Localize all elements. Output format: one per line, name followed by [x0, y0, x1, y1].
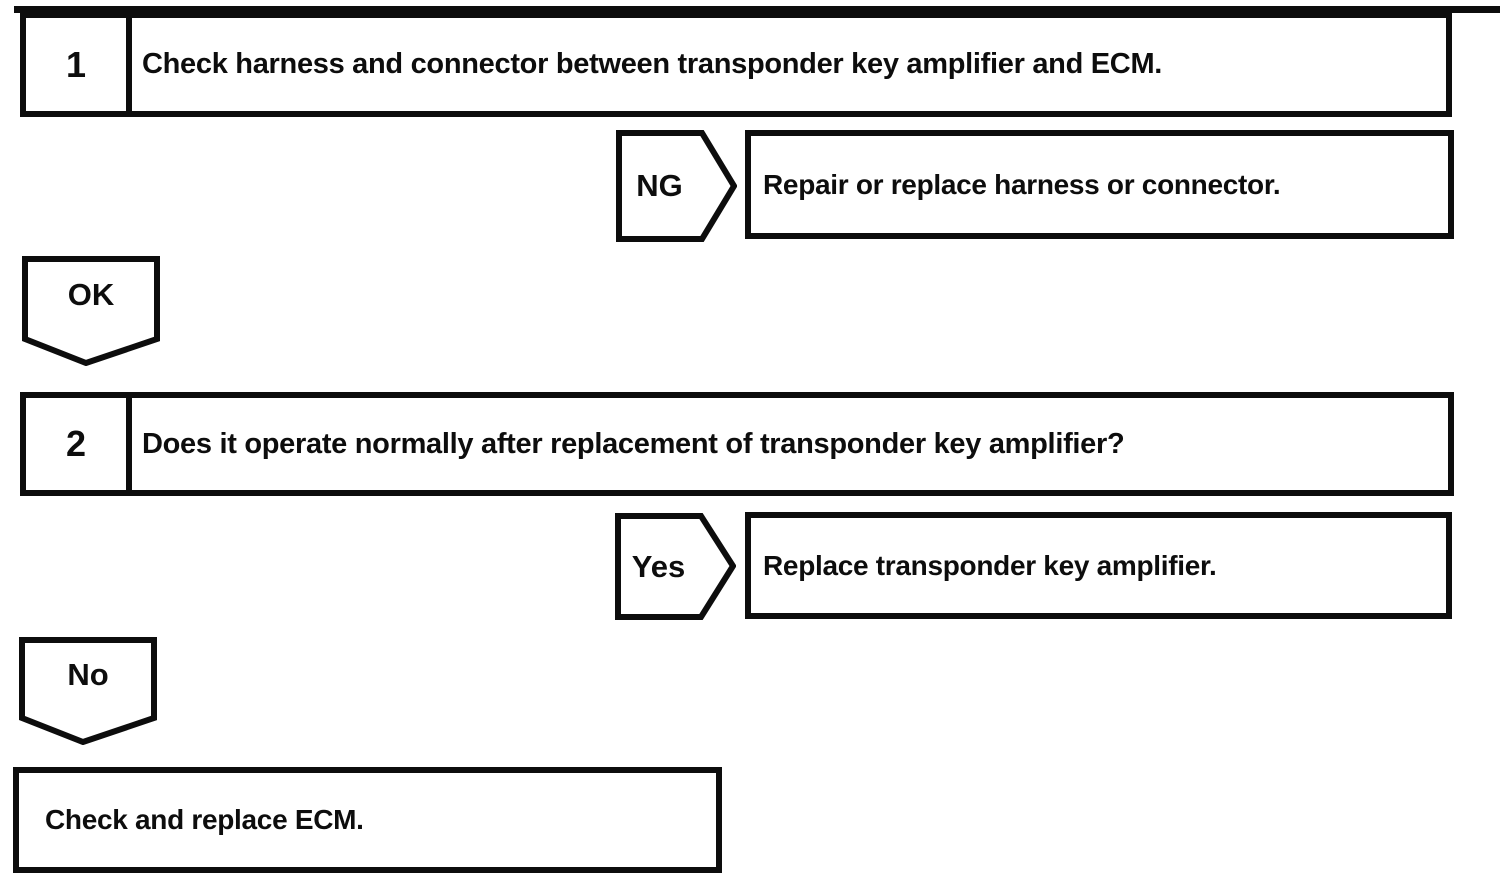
step-2-action-box: Replace transponder key amplifier.: [745, 512, 1452, 619]
step-1-action-box: Repair or replace harness or connector.: [745, 130, 1454, 239]
page-top-rule: [14, 6, 1500, 13]
step-2-question: Does it operate normally after replaceme…: [142, 427, 1125, 460]
step-2-no-label: No: [67, 657, 109, 692]
step-1-ng-connector: NG: [616, 130, 737, 242]
step-2-box: 2 Does it operate normally after replace…: [20, 392, 1454, 496]
step-1-action-text: Repair or replace harness or connector.: [763, 168, 1281, 200]
final-action-box: Check and replace ECM.: [13, 767, 722, 873]
right-arrow-pentagon-icon: [616, 130, 737, 242]
step-1-ok-label: OK: [67, 277, 115, 312]
down-arrow-pentagon-icon: [19, 637, 157, 745]
step-2-no-connector: No: [19, 637, 157, 745]
step-2-yes-connector: Yes: [615, 513, 736, 620]
step-2-number: 2: [26, 398, 132, 490]
step-1-number: 1: [26, 18, 132, 111]
down-arrow-pentagon-icon: [22, 256, 160, 366]
right-arrow-pentagon-icon: [615, 513, 736, 620]
final-action-text: Check and replace ECM.: [45, 804, 364, 835]
step-2-yes-label: Yes: [631, 548, 686, 584]
step-1-ok-connector: OK: [22, 256, 160, 366]
step-1-box: 1 Check harness and connector between tr…: [20, 12, 1452, 117]
step-1-question: Check harness and connector between tran…: [142, 48, 1163, 80]
step-1-ng-label: NG: [636, 168, 683, 203]
step-2-action-text: Replace transponder key amplifier.: [763, 549, 1217, 581]
